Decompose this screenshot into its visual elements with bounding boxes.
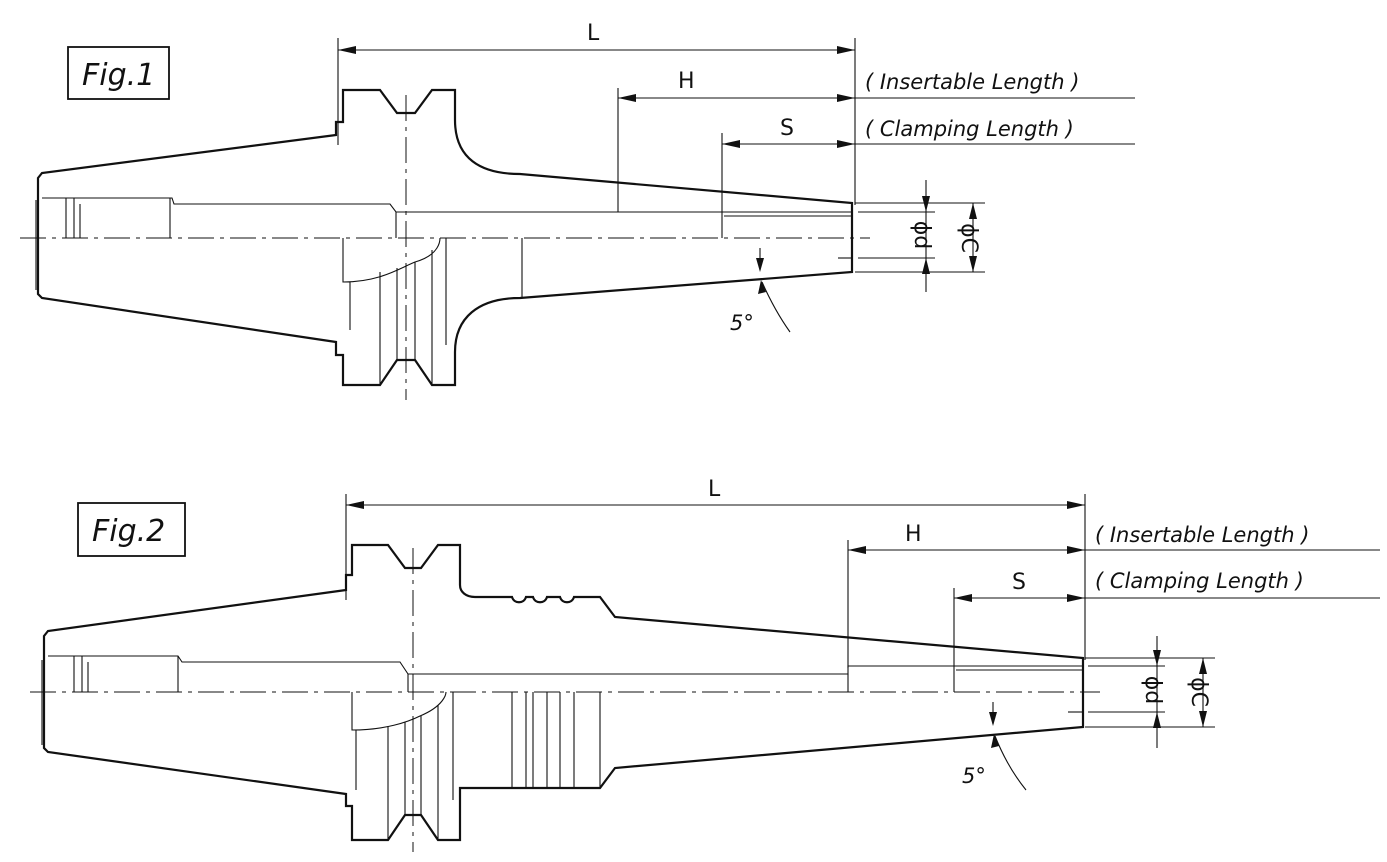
fig1-dim-H: H <box>678 69 695 94</box>
fig2-dim-d: ϕd <box>1140 676 1165 704</box>
fig2-angle: 5° <box>962 764 986 788</box>
fig1-label-box: Fig.1 <box>67 46 170 100</box>
fig1-insertable-length: ( Insertable Length ) <box>865 70 1079 94</box>
fig1-angle: 5° <box>730 311 754 335</box>
fig2-dim-C: ϕC <box>1186 677 1211 707</box>
fig2-label-box: Fig.2 <box>77 502 186 557</box>
figure-2: Fig.2 <box>30 477 1380 852</box>
fig2-dim-H: H <box>905 522 922 547</box>
fig2-clamping-length: ( Clamping Length ) <box>1095 569 1304 593</box>
fig1-dim-C: ϕC <box>956 223 981 253</box>
fig1-dim-S: S <box>780 116 794 141</box>
fig2-dim-S: S <box>1012 570 1026 595</box>
fig2-dim-L: L <box>708 477 721 502</box>
fig2-label: Fig.2 <box>92 514 165 549</box>
fig1-clamping-length: ( Clamping Length ) <box>865 117 1074 141</box>
fig1-holder-body <box>35 88 854 387</box>
fig1-label: Fig.1 <box>82 58 155 93</box>
fig1-dim-L: L <box>587 21 600 46</box>
figure-1: Fig.1 <box>20 21 1135 400</box>
fig1-dim-d: ϕd <box>909 221 934 249</box>
fig2-insertable-length: ( Insertable Length ) <box>1095 523 1309 547</box>
